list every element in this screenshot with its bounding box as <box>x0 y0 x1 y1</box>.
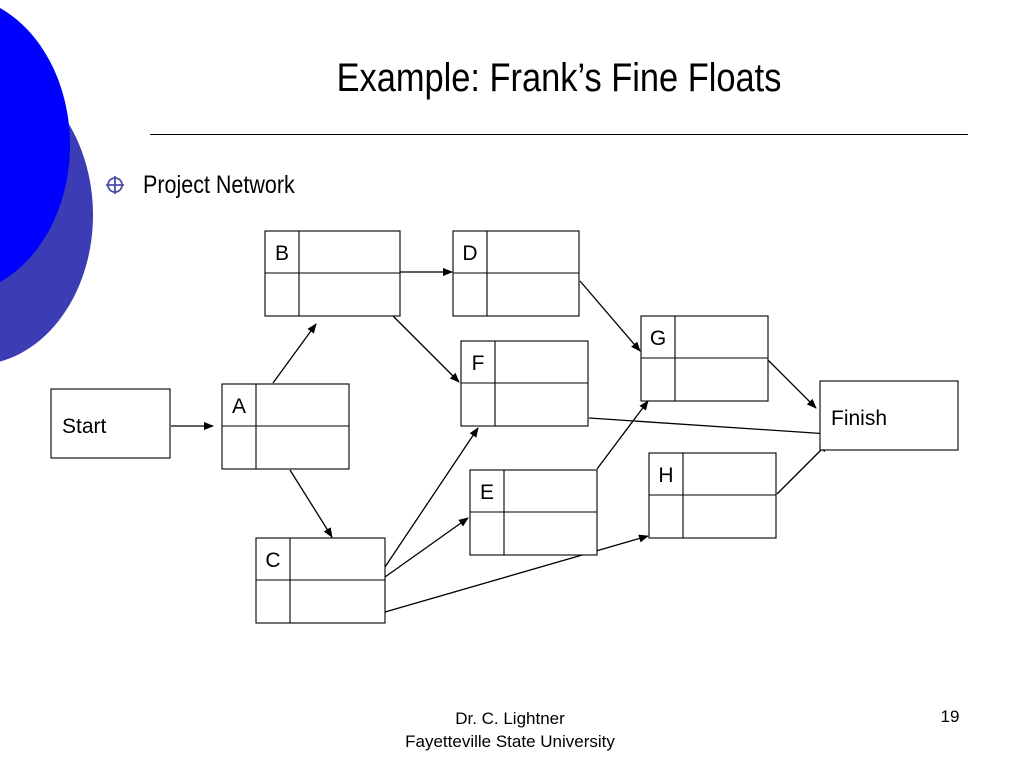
edge-h-to-finish <box>776 442 829 495</box>
node-c: C <box>255 537 386 624</box>
decorative-circles <box>0 7 93 362</box>
edge-f-to-finish <box>588 417 830 438</box>
node-e: E <box>469 469 598 556</box>
node-c-label: C <box>265 549 280 572</box>
slide-title: Example: Frank’s Fine Floats <box>336 56 782 100</box>
node-finish-box <box>819 380 959 451</box>
node-finish-label: Finish <box>831 407 887 430</box>
node-f-label: F <box>472 352 485 375</box>
node-e-label: E <box>480 481 494 504</box>
footer-author: Dr. C. Lightner Fayetteville State Unive… <box>360 707 660 753</box>
node-g-label: G <box>650 327 666 350</box>
page-number: 19 <box>940 707 960 726</box>
footer-line-name: Dr. C. Lightner <box>455 709 565 728</box>
footer-line-university: Fayetteville State University <box>405 732 615 751</box>
edge-e-to-g <box>596 400 649 470</box>
node-b-label: B <box>275 242 289 265</box>
edge-g-to-finish <box>767 359 817 409</box>
edge-a-to-b <box>272 323 317 384</box>
node-a-label: A <box>232 395 246 418</box>
edge-c-to-e <box>384 517 469 578</box>
edge-d-to-g <box>579 280 641 352</box>
edge-a-to-c <box>289 469 333 538</box>
edges-layer <box>171 268 830 613</box>
crosshair-bullet-icon <box>106 176 124 194</box>
node-a: A <box>221 383 350 470</box>
node-g: G <box>640 315 769 402</box>
node-f: F <box>460 340 589 427</box>
title-divider <box>150 134 968 135</box>
edge-c-to-h <box>384 534 649 613</box>
node-b: B <box>264 230 401 317</box>
edge-b-to-f <box>392 315 460 383</box>
node-h-label: H <box>658 464 673 487</box>
bullet-project-network: Project Network <box>143 171 295 199</box>
node-h: H <box>648 452 777 539</box>
node-finish: Finish <box>819 380 959 451</box>
node-d: D <box>452 230 580 317</box>
node-start-box <box>50 388 171 459</box>
edge-c-to-f <box>384 427 479 568</box>
node-start-label: Start <box>62 415 107 438</box>
nodes-layer: Start A B C D E F G H Finish <box>50 230 959 624</box>
node-d-label: D <box>462 242 477 265</box>
node-start: Start <box>50 388 171 459</box>
deco-circle-front <box>0 7 70 283</box>
